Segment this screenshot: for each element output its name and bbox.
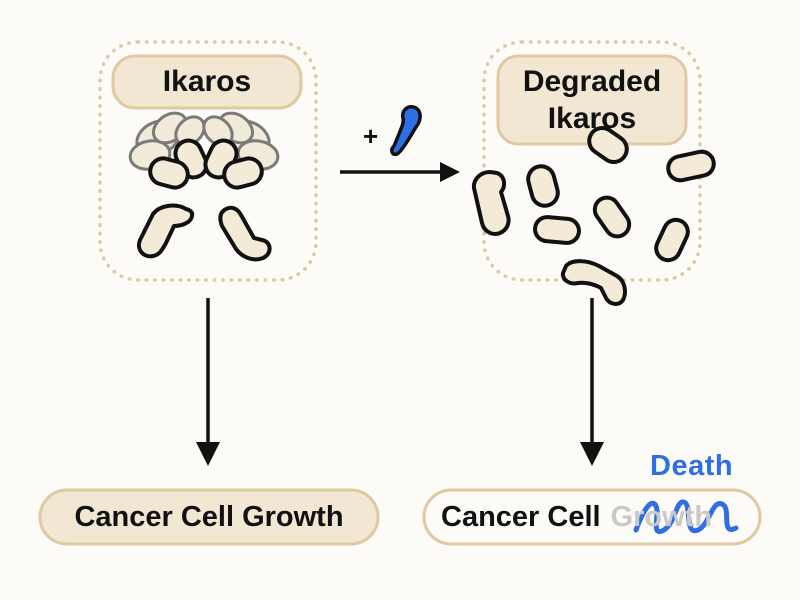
protein-fragment-icon xyxy=(666,149,716,183)
ikaros-label: Ikaros xyxy=(113,56,301,108)
degraded-label-line1: Degraded xyxy=(522,64,662,98)
degraded-ikaros-label: Degraded Ikaros xyxy=(498,56,686,144)
protein-fragment-icon xyxy=(587,125,629,165)
cancer-cell-growth-label: Cancer Cell Growth xyxy=(74,500,344,533)
protein-fragment-icon xyxy=(533,215,581,245)
strikethrough-scribble xyxy=(633,499,739,535)
death-outcome-box xyxy=(422,488,762,546)
death-label-prefix: Cancer Cell xyxy=(441,500,601,533)
ikaros-dotted-container xyxy=(98,40,318,282)
degraded-fragments xyxy=(471,125,716,306)
death-replacement-word: Death xyxy=(650,450,734,482)
growth-outcome-box xyxy=(38,488,380,546)
degradation-arrow xyxy=(340,162,460,182)
protein-fragment-icon xyxy=(526,164,560,208)
ikaros-label-box xyxy=(111,54,303,110)
struck-growth-word: Growth xyxy=(610,500,713,533)
protein-fragment-icon xyxy=(560,259,627,306)
death-arrow xyxy=(580,298,604,466)
blue-drug-molecule-icon xyxy=(390,105,422,157)
degraded-label-line2: Ikaros xyxy=(547,102,637,135)
ikaros-label-text: Ikaros xyxy=(162,65,252,98)
cancer-cell-death-label: Cancer Cell Growth xyxy=(424,490,760,544)
protein-fragment-icon xyxy=(592,195,632,239)
ikaros-protein-icon xyxy=(128,111,280,262)
growth-arrow xyxy=(196,298,220,466)
protein-fragment-icon xyxy=(654,217,690,263)
plus-sign: + xyxy=(363,121,379,151)
protein-fragment-icon xyxy=(471,170,511,236)
